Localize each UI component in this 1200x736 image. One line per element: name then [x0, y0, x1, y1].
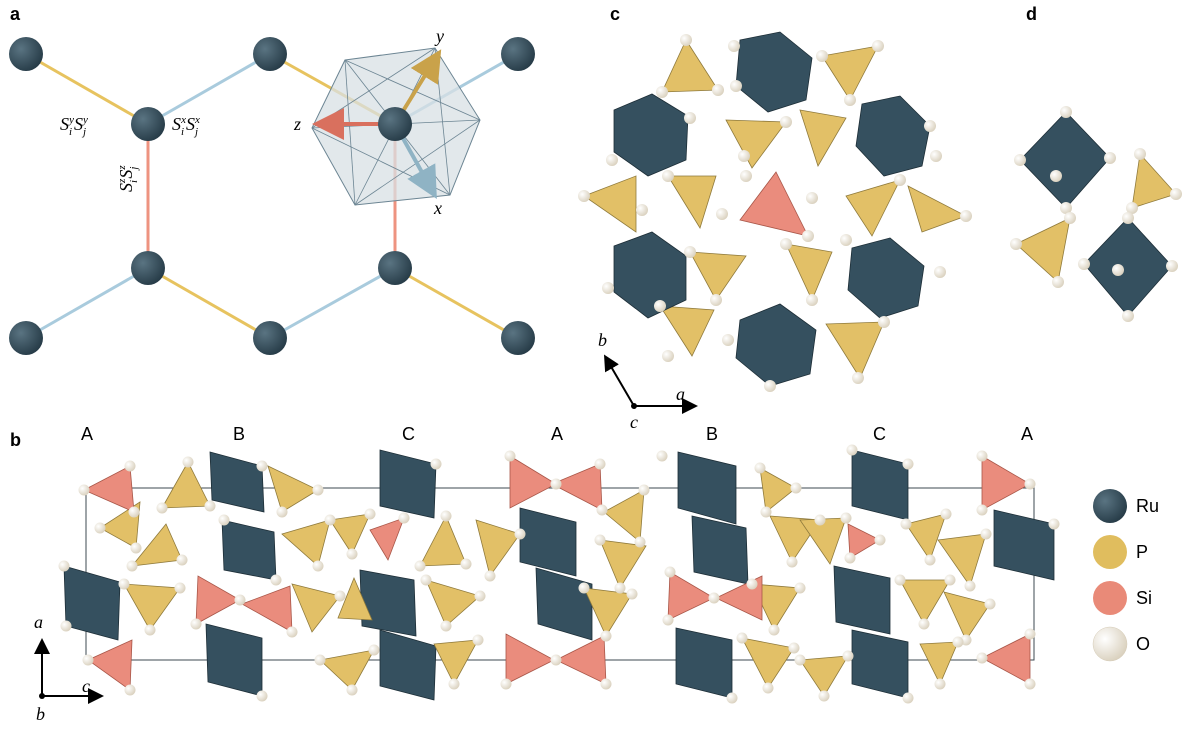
- ru-atom: [378, 251, 412, 285]
- legend-swatch-p: [1093, 535, 1127, 569]
- axis-a-label: a: [676, 384, 685, 404]
- stacking-label-2: B: [233, 424, 246, 444]
- bond-y: [25, 52, 149, 126]
- bond-label-xx: SixSjx: [172, 114, 200, 138]
- stacking-label-3: C: [402, 424, 415, 444]
- legend-label-o: O: [1136, 634, 1151, 654]
- legend: [1092, 489, 1128, 662]
- o-atoms: [58, 444, 1060, 704]
- axis-origin: [631, 403, 637, 409]
- o-atoms: [578, 34, 972, 392]
- o-atoms: [1010, 106, 1182, 322]
- panel-c-structure: b a c: [578, 31, 972, 432]
- ru-atom: [378, 107, 412, 141]
- p-tetrahedra: [583, 39, 967, 379]
- axis-b-label: b: [598, 330, 607, 350]
- axis-b-label: b: [36, 704, 45, 724]
- panel-b-structure: a c b: [34, 444, 1060, 724]
- legend-label-si: Si: [1136, 588, 1153, 608]
- ru-atom: [501, 321, 535, 355]
- axis-c-label: c: [82, 676, 90, 696]
- ru-atom: [9, 37, 43, 71]
- ru-octahedron: [1019, 111, 1111, 209]
- ru-atom: [501, 37, 535, 71]
- panel-label-d: d: [1026, 4, 1037, 24]
- legend-label-ru: Ru: [1136, 496, 1160, 516]
- stacking-label-4: A: [551, 424, 564, 444]
- stacking-label-6: C: [873, 424, 886, 444]
- bond-y: [394, 266, 519, 340]
- bond-label-yy: SiySjy: [60, 114, 88, 138]
- stacking-label-5: B: [706, 424, 719, 444]
- panel-label-b: b: [10, 430, 21, 450]
- legend-swatch-ru: [1093, 489, 1127, 523]
- bond-x: [269, 266, 396, 340]
- ru-atom: [131, 251, 165, 285]
- axis-y-label: y: [434, 26, 444, 46]
- si-tetrahedra: [83, 455, 1031, 691]
- axis-origin: [39, 693, 45, 699]
- p-tetrahedron: [1131, 153, 1177, 209]
- axis-a-label: a: [34, 612, 43, 632]
- bond-x: [147, 52, 271, 126]
- legend-label-p: P: [1136, 542, 1149, 562]
- stacking-label-7: A: [1021, 424, 1034, 444]
- legend-swatch-o: [1092, 626, 1128, 662]
- panel-a-honeycomb: SiySjy SixSjx SizSjz y z x: [9, 26, 535, 355]
- axis-b-arrow: [603, 354, 635, 407]
- ru-octahedron: [1083, 217, 1173, 317]
- ru-octahedra: [613, 31, 931, 387]
- axis-c-label: c: [630, 412, 638, 432]
- ru-octahedra: [63, 449, 1055, 701]
- panel-label-c: c: [610, 4, 621, 24]
- bond-x: [25, 266, 149, 340]
- axis-z-label: z: [293, 114, 301, 134]
- bond-label-zz: SizSjz: [116, 165, 140, 192]
- si-tetrahedron: [739, 171, 809, 237]
- panel-d-dimer: [1010, 106, 1182, 322]
- legend-swatch-si: [1093, 581, 1127, 615]
- p-tetrahedra: [99, 461, 991, 697]
- stacking-label-1: A: [81, 424, 94, 444]
- p-tetrahedron: [1015, 217, 1071, 283]
- ru-atom: [131, 107, 165, 141]
- axis-x-label: x: [433, 198, 442, 218]
- ru-atom: [9, 321, 43, 355]
- ru-atom: [253, 321, 287, 355]
- ru-atom: [253, 37, 287, 71]
- bond-y: [147, 266, 271, 340]
- panel-label-a: a: [10, 4, 21, 24]
